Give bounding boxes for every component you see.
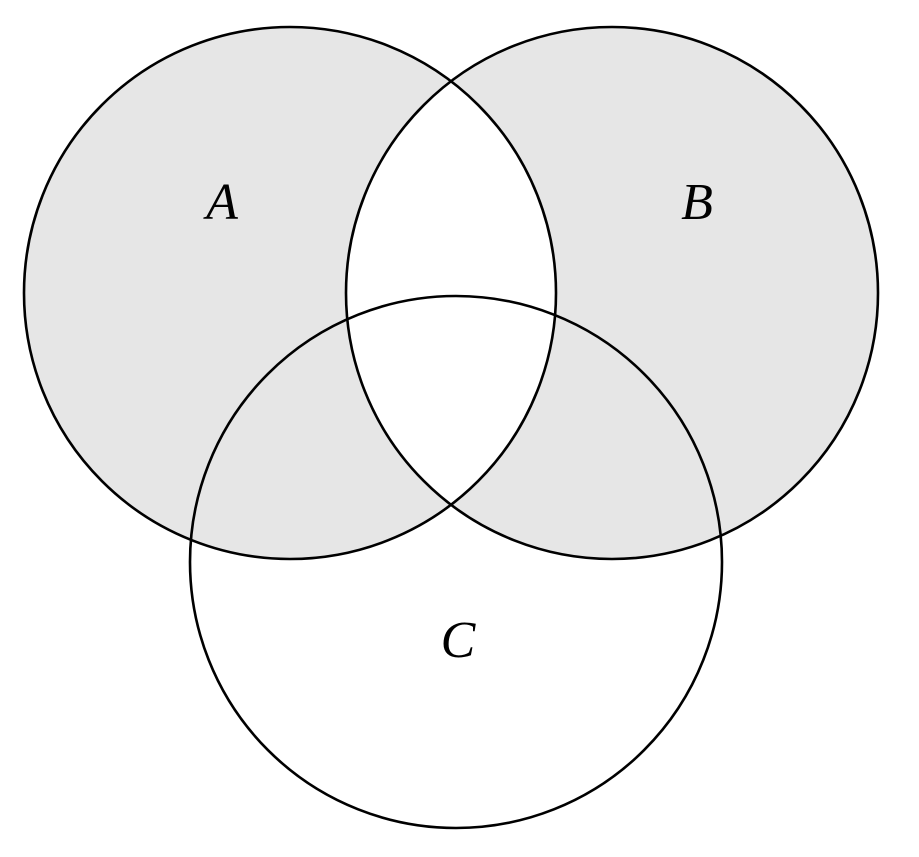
set-label-c: C (441, 612, 477, 669)
set-label-b: B (681, 174, 713, 231)
circle-outlines-group (22, 25, 880, 830)
set-circle-c[interactable] (188, 294, 724, 830)
set-label-a: A (203, 174, 238, 231)
set-labels-group: A B C (203, 174, 713, 669)
set-circle-b[interactable] (344, 25, 880, 561)
set-circle-a[interactable] (22, 25, 558, 561)
